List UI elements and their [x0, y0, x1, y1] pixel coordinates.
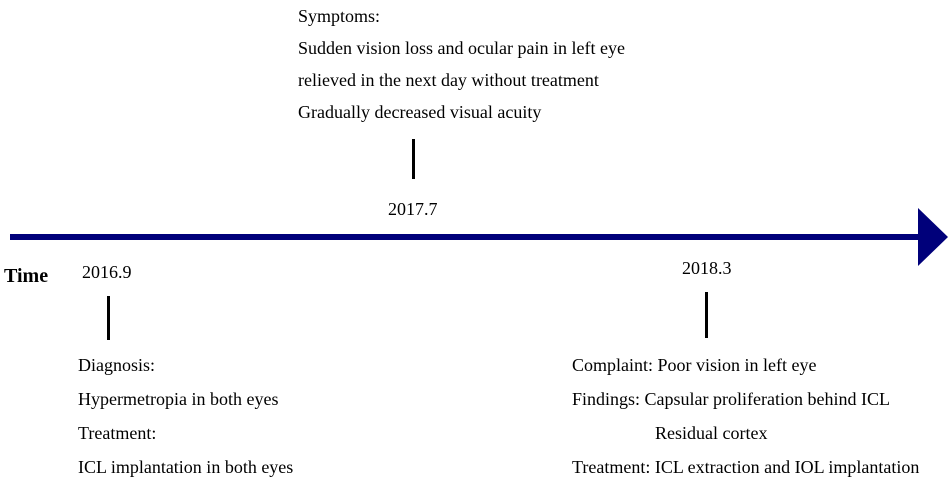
axis-label: Time	[4, 265, 49, 287]
timeline-axis	[10, 234, 922, 240]
event-2017-line-2: Sudden vision loss and ocular pain in le…	[298, 38, 625, 58]
event-2018-tick	[705, 292, 708, 338]
event-2016-line-3: Treatment:	[78, 423, 157, 443]
event-2017-date: 2017.7	[388, 199, 438, 219]
event-2016-line-2: Hypermetropia in both eyes	[78, 389, 279, 409]
event-2018-line-4: Treatment: ICL extraction and IOL implan…	[572, 457, 920, 477]
event-2017-line-4: Gradually decreased visual acuity	[298, 102, 542, 122]
event-2018-line-2: Findings: Capsular proliferation behind …	[572, 389, 890, 409]
event-2017-line-1: Symptoms:	[298, 6, 381, 26]
event-2018-line-1: Complaint: Poor vision in left eye	[572, 355, 817, 375]
event-2016-date: 2016.9	[82, 262, 132, 282]
event-2018-line-3: Residual cortex	[655, 423, 768, 443]
event-2017-line-3: relieved in the next day without treatme…	[298, 70, 599, 90]
event-2016-line-1: Diagnosis:	[78, 355, 156, 375]
event-2018-date: 2018.3	[682, 258, 732, 278]
timeline-arrowhead-icon	[918, 208, 948, 266]
event-2017-tick	[412, 139, 415, 179]
event-2016-tick	[107, 296, 110, 340]
event-2016-line-4: ICL implantation in both eyes	[78, 457, 294, 477]
